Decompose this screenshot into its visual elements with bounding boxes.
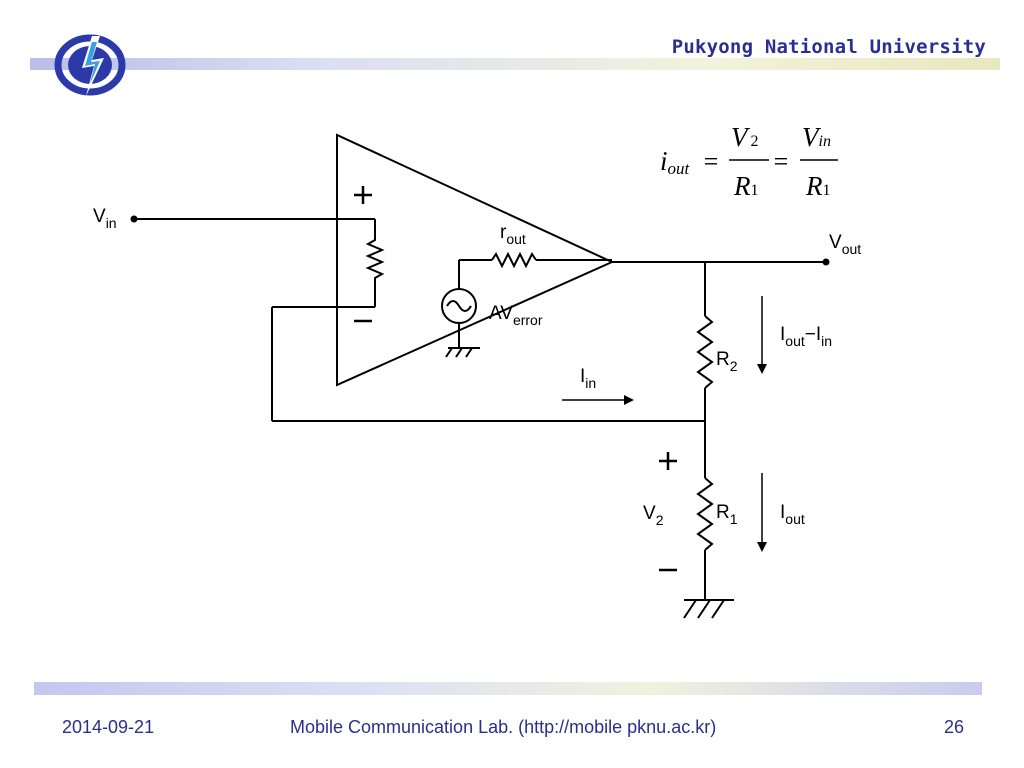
iin-label: Iin [580, 366, 596, 391]
vout-terminal [822, 258, 830, 266]
footer-lab: Mobile Communication Lab. (http://mobile… [290, 717, 717, 737]
university-logo [54, 34, 126, 96]
r1-label: R1 [716, 502, 738, 527]
rout-label: rout [500, 222, 526, 247]
v2-label: V2 [643, 503, 664, 528]
header-bar [30, 58, 1000, 70]
svg-text:R1: R1 [805, 171, 831, 201]
page-number: 26 [943, 717, 964, 737]
footer-bar [34, 682, 982, 695]
svg-text:Vin: Vin [802, 122, 831, 152]
svg-text:R1: R1 [733, 171, 759, 201]
vin-label: Vin [93, 206, 117, 231]
av-error-label: AVerror [489, 303, 543, 328]
iout-label: Iout [780, 502, 805, 527]
r2-label: R2 [716, 349, 738, 374]
vin-terminal [130, 215, 138, 223]
r1-resistor [696, 477, 714, 551]
svg-text:V2: V2 [731, 122, 759, 152]
input-resistor [365, 219, 385, 307]
footer-date: 2014-09-21 [62, 717, 155, 737]
svg-text:=: = [772, 147, 790, 176]
iout-minus-iin-label: Iout−Iin [780, 324, 832, 349]
svg-text:=: = [702, 147, 720, 176]
vout-label: Vout [829, 232, 861, 257]
opamp-triangle [336, 133, 615, 387]
university-name: Pukyong National University [671, 36, 986, 58]
r2-resistor [696, 315, 714, 389]
svg-text:iout: iout [660, 146, 691, 178]
rout-resistor [491, 251, 537, 269]
